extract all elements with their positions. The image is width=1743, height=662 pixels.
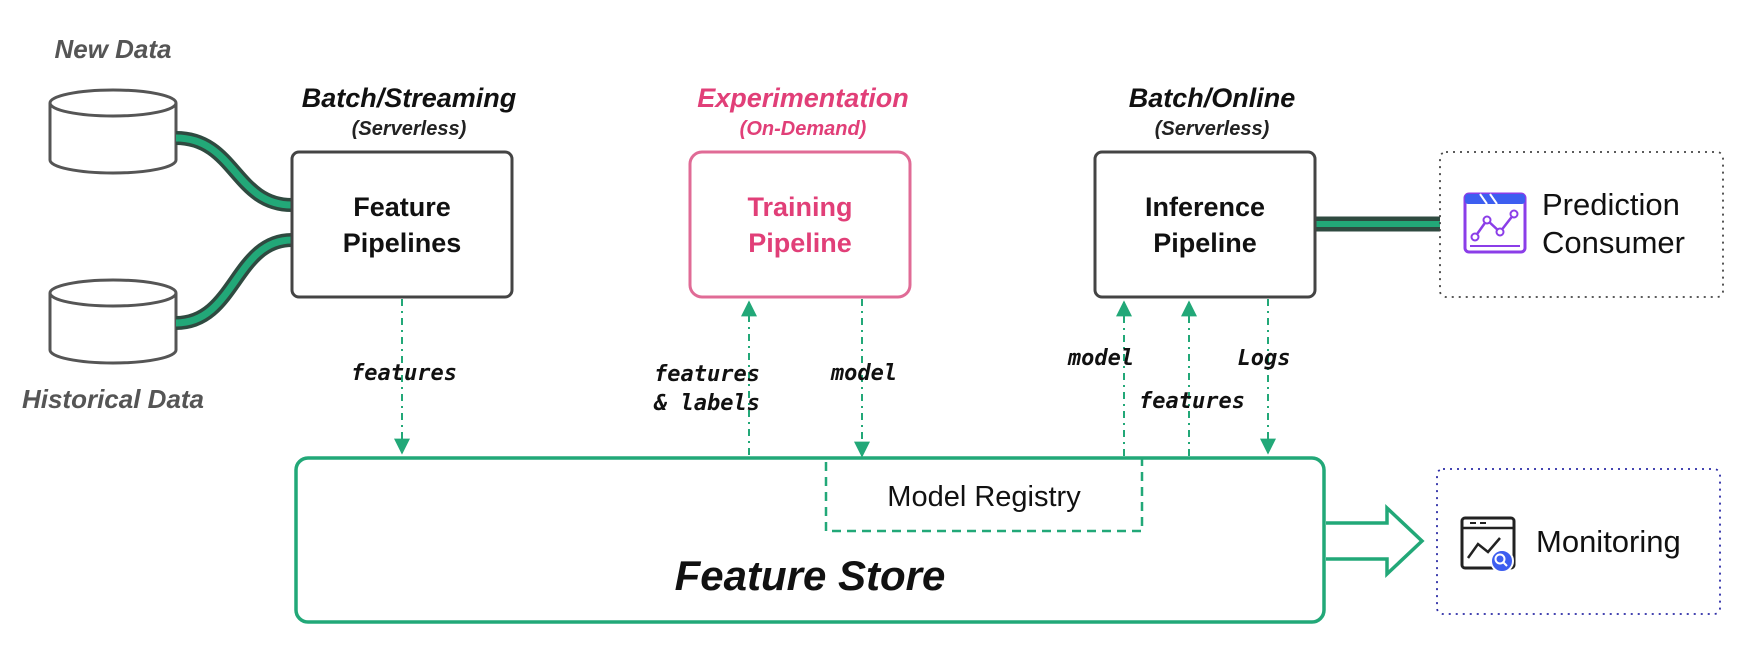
historical-data-label: Historical Data bbox=[22, 384, 204, 414]
prediction-consumer-box bbox=[1439, 151, 1724, 298]
training-pipeline-box bbox=[688, 150, 912, 299]
monitoring-box bbox=[1436, 468, 1721, 615]
prediction-consumer-label-line1: Prediction bbox=[1542, 187, 1680, 222]
training-stage-subtitle: (On-Demand) bbox=[740, 118, 867, 140]
features-labels-label-line1: features bbox=[654, 362, 760, 387]
training-pipeline-label-line2: Pipeline bbox=[748, 228, 852, 258]
feature-pipelines-label-line1: Feature bbox=[353, 192, 451, 222]
training-pipeline-label-line1: Training bbox=[747, 192, 852, 222]
feature-store-label: Feature Store bbox=[675, 552, 946, 599]
store-to-monitoring-arrow bbox=[1326, 503, 1425, 579]
historical-data-pipe bbox=[175, 233, 293, 330]
model-to-inference-label: model bbox=[1067, 346, 1134, 371]
prediction-consumer-label-line2: Consumer bbox=[1542, 225, 1685, 260]
inference-pipeline-label-line2: Pipeline bbox=[1153, 228, 1257, 258]
inference-stage-subtitle: (Serverless) bbox=[1155, 118, 1270, 140]
new-data-database-icon bbox=[48, 88, 178, 175]
feature-pipelines-box bbox=[290, 150, 514, 299]
inference-stage-title: Batch/Online bbox=[1129, 83, 1296, 113]
monitoring-label: Monitoring bbox=[1536, 524, 1681, 559]
inference-pipeline-label-line1: Inference bbox=[1145, 192, 1265, 222]
feature-stage-subtitle: (Serverless) bbox=[352, 118, 467, 140]
new-data-pipe bbox=[175, 131, 293, 212]
feature-pipelines-label-line2: Pipelines bbox=[343, 228, 462, 258]
inference-pipeline-box bbox=[1093, 150, 1317, 299]
features-labels-label-line2: & labels bbox=[653, 391, 760, 416]
model-to-registry-label: model bbox=[830, 361, 897, 386]
feature-store-box bbox=[294, 456, 1326, 624]
model-registry-label: Model Registry bbox=[887, 481, 1081, 513]
new-data-label: New Data bbox=[54, 34, 171, 64]
chart-search-icon bbox=[1460, 516, 1516, 573]
training-stage-title: Experimentation bbox=[697, 83, 909, 113]
historical-data-database-icon bbox=[48, 278, 178, 365]
model-registry-box bbox=[824, 456, 1144, 533]
line-chart-window-icon bbox=[1463, 192, 1527, 254]
logs-label: Logs bbox=[1238, 346, 1291, 371]
features-to-inference-label: features bbox=[1139, 389, 1245, 414]
features-to-store-label: features bbox=[351, 361, 457, 386]
feature-stage-title: Batch/Streaming bbox=[302, 83, 517, 113]
